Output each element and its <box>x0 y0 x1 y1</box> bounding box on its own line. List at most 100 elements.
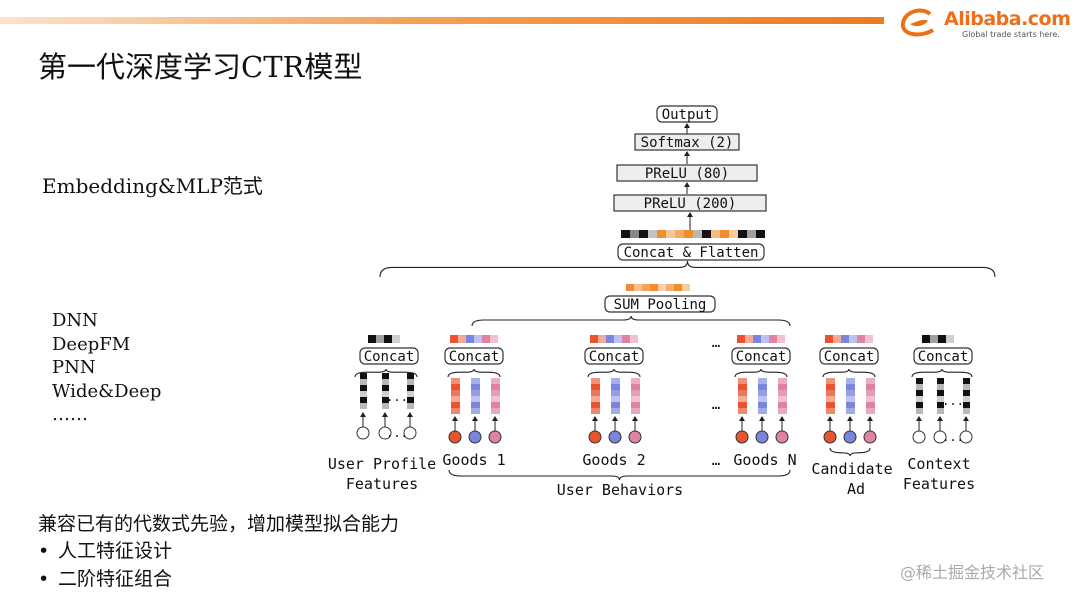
goods-1-concat-vector-cell <box>450 335 458 343</box>
profile-input-dots: ... <box>386 426 408 440</box>
context-concat-vector-cell <box>938 335 946 343</box>
goods-1-embedding-0-cell <box>451 384 460 390</box>
profile-concat-vector-cell <box>384 335 392 343</box>
context-embedding-0-cell <box>916 402 923 408</box>
candidate-ad-label-2: Ad <box>847 480 865 498</box>
goods-n-concat: Concat <box>736 349 787 365</box>
context-concat-vector-cell <box>922 335 930 343</box>
context-concat-box <box>913 347 973 365</box>
goods-2-embedding-1-cell <box>611 378 620 384</box>
candidate-ad-embedding-0-cell <box>826 390 835 396</box>
flatten-vector-cell <box>738 230 747 238</box>
goods-2-embedding-2-cell <box>631 408 640 414</box>
candidate-ad-embedding-0-cell <box>826 402 835 408</box>
edge-softmax-output-head <box>684 123 690 128</box>
output-node: Output <box>662 107 713 123</box>
goods-1-embedding-0-cell <box>451 390 460 396</box>
candidate-ad-arrow-2-head <box>867 416 873 421</box>
candidate-ad-embedding-2-cell <box>866 402 875 408</box>
candidate-ad-input-0 <box>823 430 837 444</box>
goods-n-input-1 <box>755 430 769 444</box>
context-label: Context <box>907 455 970 473</box>
candidate-ad-embedding-2-cell <box>866 396 875 402</box>
goods-n-embedding-2-cell <box>778 402 787 408</box>
profile-arrow-0-head <box>360 412 366 417</box>
pooled-vector-cell <box>626 284 634 291</box>
candidate-ad-embedding-0-cell <box>826 408 835 414</box>
goods-1-concat-vector-cell <box>490 335 498 343</box>
alibaba-logo: Alibaba.com Global trade starts here. <box>900 6 1071 40</box>
goods-2-input-1 <box>608 430 622 444</box>
profile-embedding-0-cell <box>360 385 367 391</box>
behaviors-pooling-brace <box>471 315 791 327</box>
goods-2-embedding-0-cell <box>591 402 600 408</box>
goods-1-embedding-1-cell <box>471 402 480 408</box>
candidate-ad-embedding-2-cell <box>866 384 875 390</box>
goods-n-input-2 <box>775 430 789 444</box>
candidate-ad-concat-vector-cell <box>865 335 873 343</box>
concat-flatten-layer: Concat & Flatten <box>624 245 759 261</box>
goods-n-embedding-1-cell <box>758 384 767 390</box>
goods-1-embedding-2-cell <box>491 384 500 390</box>
goods-n-embedding-1-cell <box>758 402 767 408</box>
compat-text: 兼容已有的代数式先验，增加模型拟合能力 <box>38 513 400 535</box>
context-concat-vector-cell <box>930 335 938 343</box>
goods-2-embedding-0-cell <box>591 384 600 390</box>
profile-embedding-0-cell <box>360 373 367 379</box>
goods-2-embedding-1-cell <box>611 402 620 408</box>
profile-embedding-1-cell <box>382 373 389 379</box>
goods-n-concat-vector-cell <box>777 335 785 343</box>
goods-2-embedding-0-cell <box>591 396 600 402</box>
goods-2-embedding-2-cell <box>631 396 640 402</box>
goods-2-embedding-0-cell <box>591 378 600 384</box>
goods-1-embedding-1-cell <box>471 390 480 396</box>
flatten-vector-cell <box>729 230 738 238</box>
profile-embedding-1-cell <box>382 391 389 397</box>
goods-n-arrow-1-head <box>759 416 765 421</box>
goods-n-input-0 <box>735 430 749 444</box>
goods-n-concat-vector-cell <box>761 335 769 343</box>
logo-wordmark: Alibaba.com <box>944 8 1071 30</box>
user-behaviors-label: User Behaviors <box>557 481 683 499</box>
flatten-vector-cell <box>666 230 675 238</box>
goods-2-input-0 <box>588 430 602 444</box>
context-input-2 <box>959 430 973 444</box>
profile-embedding-2-cell <box>407 403 414 409</box>
profile-embedding-2-cell <box>407 397 414 403</box>
goods-1-label: Goods 1 <box>442 451 505 469</box>
paradigm-label: Embedding&MLP范式 <box>42 174 263 198</box>
concat-flatten-layer-box <box>617 243 765 261</box>
context-arrow-0-head <box>916 416 922 421</box>
flatten-vector-cell <box>684 230 693 238</box>
all-inputs-brace <box>379 260 996 278</box>
context-embedding-0-cell <box>916 396 923 402</box>
goods-n-embedding-0-cell <box>738 390 747 396</box>
output-node-box <box>656 105 718 123</box>
goods-1-concat-box <box>444 347 504 365</box>
goods-2-concat-vector-cell <box>614 335 622 343</box>
header-accent-bar <box>0 17 884 24</box>
flatten-vector-cell <box>630 230 639 238</box>
goods-1-embedding-2-cell <box>491 402 500 408</box>
logo-tagline: Global trade starts here. <box>962 30 1060 39</box>
goods-1-embedding-2-cell <box>491 396 500 402</box>
goods-n-concat-vector-cell <box>769 335 777 343</box>
goods-1-embedding-0-cell <box>451 402 460 408</box>
candidate-ad-embedding-1-cell <box>846 384 855 390</box>
edge-prelu200-prelu80-head <box>684 182 690 187</box>
sum-pooling-layer-box <box>604 295 716 313</box>
profile-embedding-0-cell <box>360 403 367 409</box>
context-arrow-2-head <box>963 416 969 421</box>
candidate-ad-embedding-1-cell <box>846 378 855 384</box>
softmax-layer-box <box>634 133 740 151</box>
diagram-shapes <box>356 105 973 444</box>
behaviors-ellipsis-mid: … <box>712 397 720 413</box>
goods-1-embedding-2-cell <box>491 408 500 414</box>
pooled-vector-cell <box>650 284 658 291</box>
goods-1-brace <box>447 368 501 378</box>
goods-1-arrow-2-head <box>492 416 498 421</box>
candidate-ad-embedding-0-cell <box>826 396 835 402</box>
candidate-ad-concat-vector-cell <box>841 335 849 343</box>
goods-2-concat-box <box>584 347 644 365</box>
profile-embedding-0-cell <box>360 391 367 397</box>
